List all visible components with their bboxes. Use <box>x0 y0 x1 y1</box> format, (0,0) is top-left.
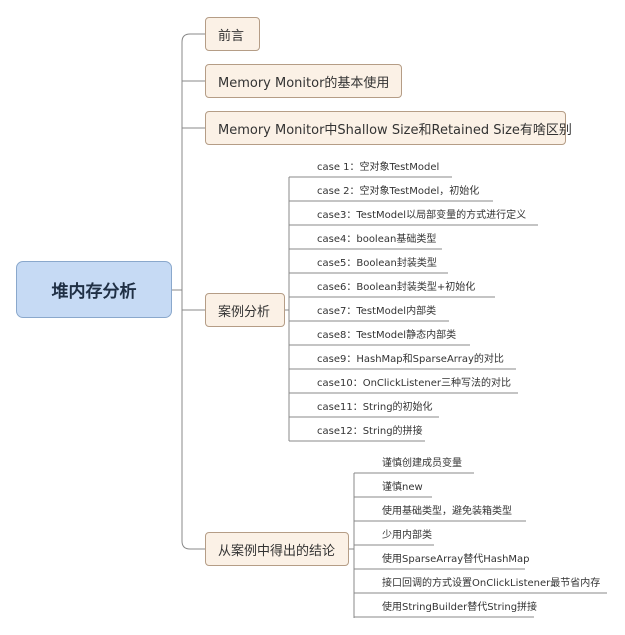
topic-label: 从案例中得出的结论 <box>218 543 336 559</box>
root-label: 堆内存分析 <box>51 282 137 302</box>
topic-label: Memory Monitor中Shallow Size和Retained Siz… <box>218 122 572 138</box>
case-item[interactable]: case6：Boolean封装类型+初始化 <box>317 282 476 293</box>
case-item[interactable]: case 1：空对象TestModel <box>317 162 440 173</box>
topic-shallow-vs-retained[interactable]: Memory Monitor中Shallow Size和Retained Siz… <box>205 111 572 145</box>
conclusion-item[interactable]: 使用SparseArray替代HashMap <box>382 554 530 565</box>
case-item[interactable]: case 2：空对象TestModel，初始化 <box>317 186 480 197</box>
conclusion-item[interactable]: 接口回调的方式设置OnClickListener最节省内存 <box>382 578 601 589</box>
case-item[interactable]: case10：OnClickListener三种写法的对比 <box>317 378 511 389</box>
case-item[interactable]: case8：TestModel静态内部类 <box>317 330 457 341</box>
case-item[interactable]: case4：boolean基础类型 <box>317 234 437 245</box>
root-node[interactable]: 堆内存分析 <box>16 261 172 318</box>
topic-label: Memory Monitor的基本使用 <box>218 75 390 91</box>
topic-label: 前言 <box>218 28 245 44</box>
case-item[interactable]: case9：HashMap和SparseArray的对比 <box>317 354 504 365</box>
case-item[interactable]: case12：String的拼接 <box>317 426 423 437</box>
case-item[interactable]: case5：Boolean封装类型 <box>317 258 437 269</box>
topic-label: 案例分析 <box>218 304 271 320</box>
case-item[interactable]: case7：TestModel内部类 <box>317 306 437 317</box>
topic-case-analysis[interactable]: 案例分析 <box>205 293 285 327</box>
conclusion-item[interactable]: 少用内部类 <box>382 530 432 541</box>
conclusion-item[interactable]: 使用基础类型，避免装箱类型 <box>382 506 512 517</box>
topic-conclusions[interactable]: 从案例中得出的结论 <box>205 532 349 566</box>
topic-memory-monitor-usage[interactable]: Memory Monitor的基本使用 <box>205 64 402 98</box>
topic-preface[interactable]: 前言 <box>205 17 260 51</box>
conclusion-item[interactable]: 使用StringBuilder替代String拼接 <box>382 602 538 613</box>
case-item[interactable]: case11：String的初始化 <box>317 402 433 413</box>
conclusion-item[interactable]: 谨慎new <box>382 482 423 493</box>
case-item[interactable]: case3：TestModel以局部变量的方式进行定义 <box>317 210 527 221</box>
conclusion-item[interactable]: 谨慎创建成员变量 <box>382 458 462 469</box>
